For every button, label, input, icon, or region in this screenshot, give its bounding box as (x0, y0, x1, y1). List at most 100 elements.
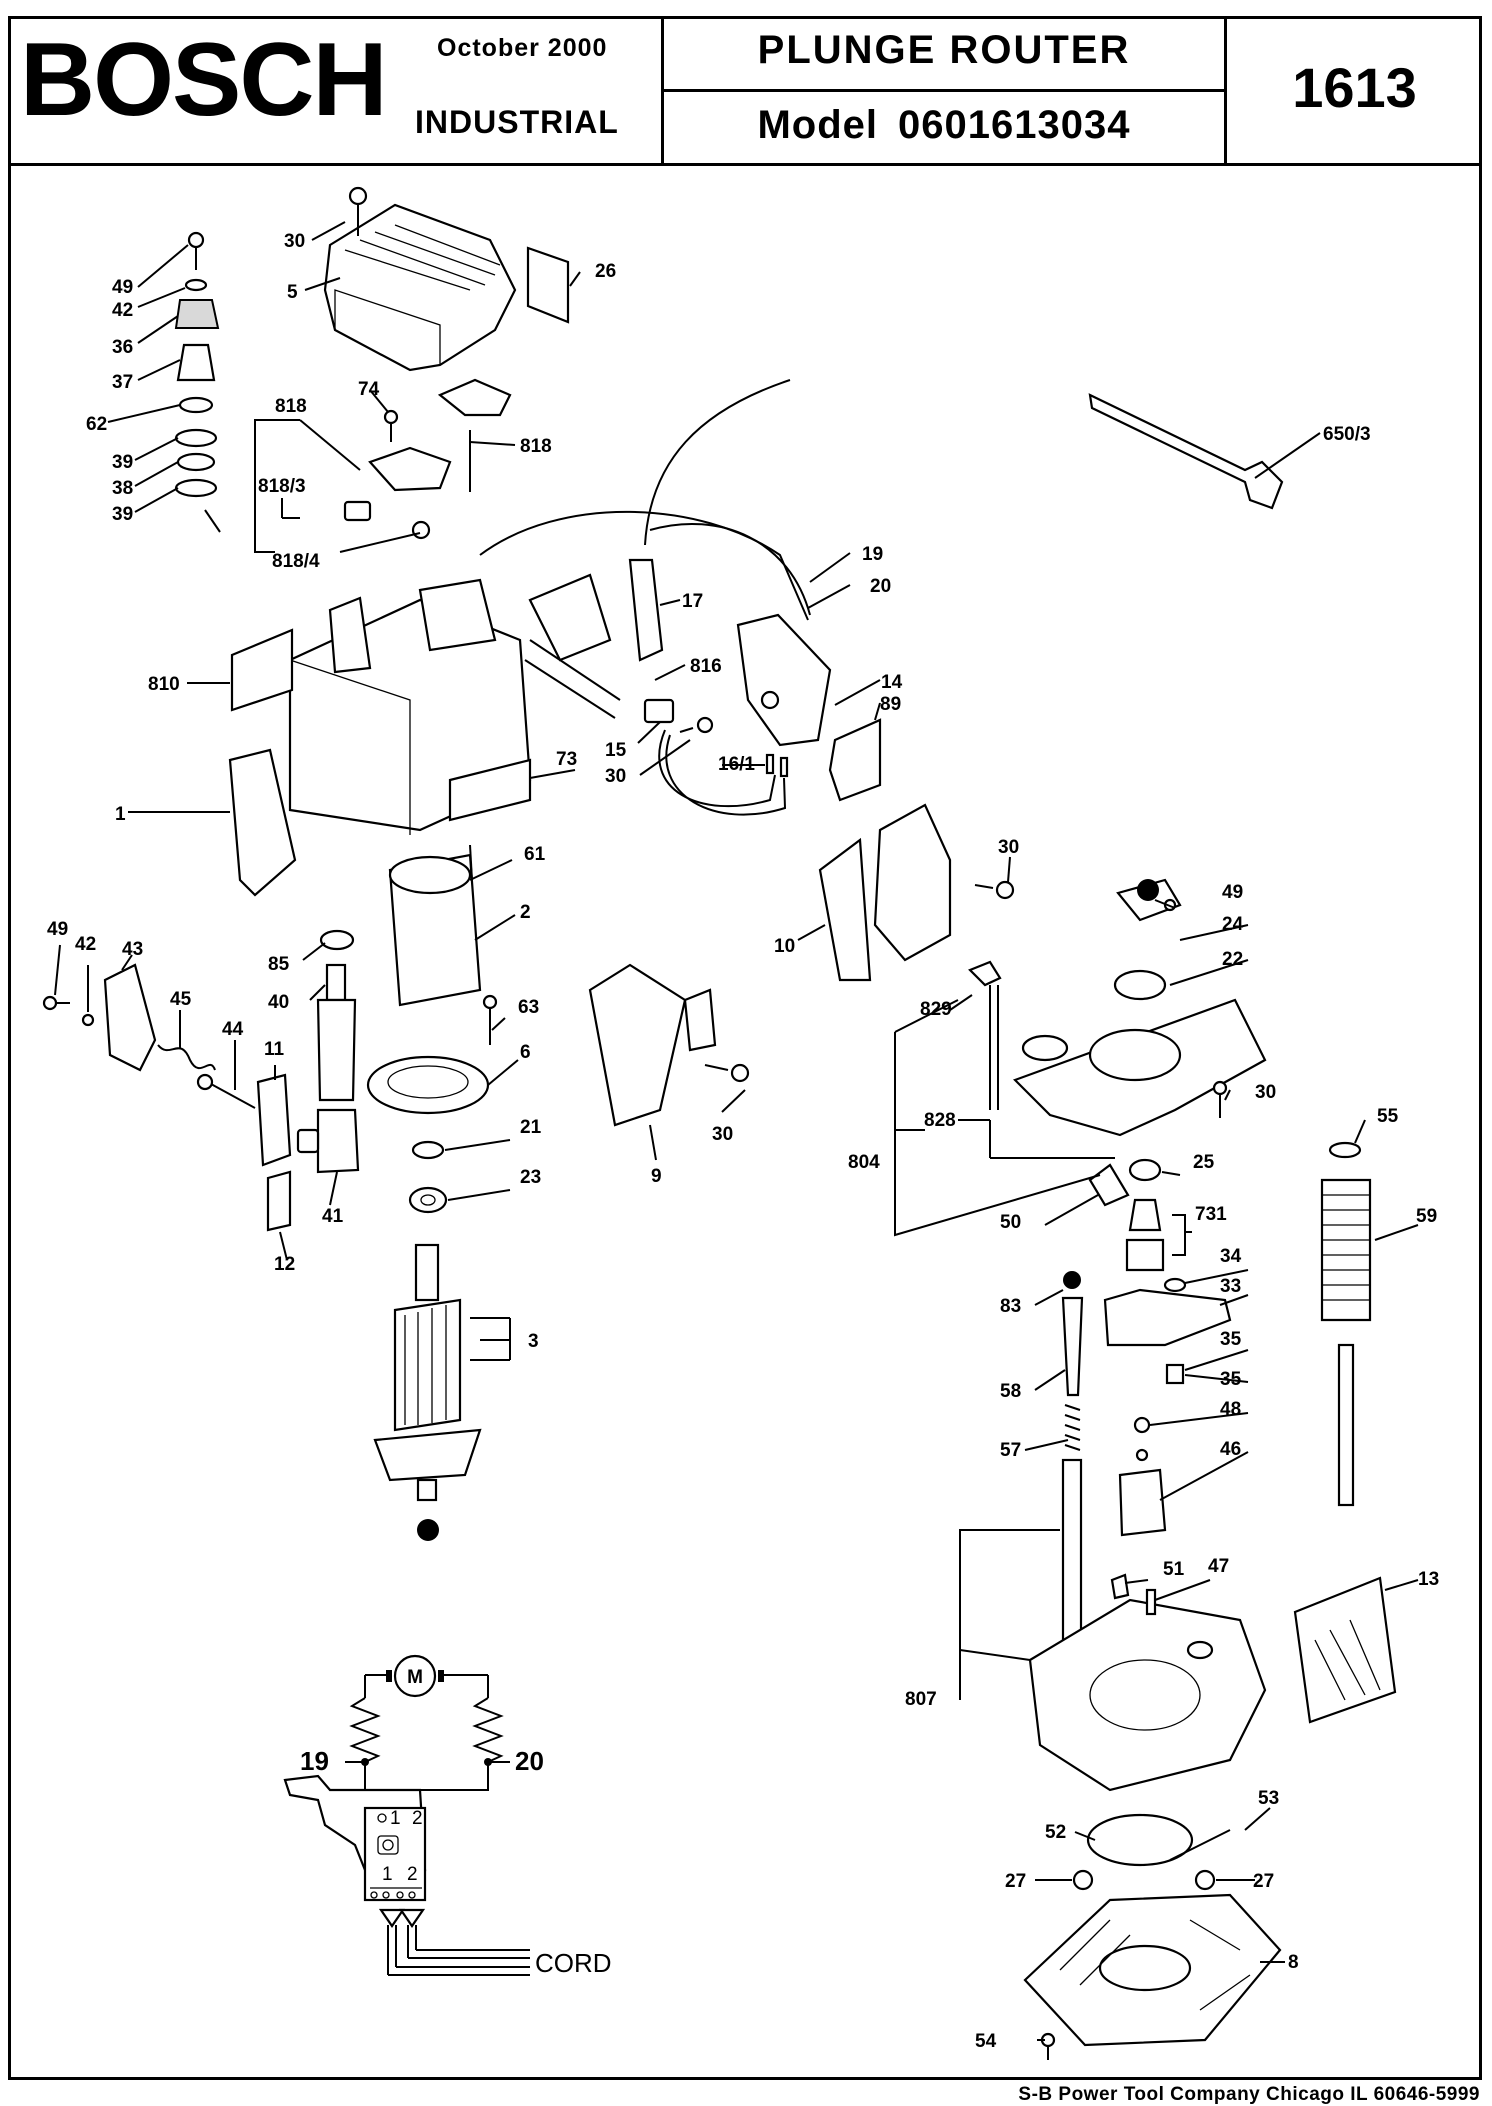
callout-27: 27 (1005, 1871, 1026, 1892)
callout-49: 49 (112, 277, 133, 298)
callout-20: 20 (870, 576, 891, 597)
callout-11: 11 (264, 1039, 285, 1060)
callout-38: 38 (112, 478, 133, 499)
callout-33: 33 (1220, 1276, 1241, 1297)
svg-text:2: 2 (407, 1864, 418, 1885)
callout-829: 829 (920, 999, 952, 1020)
callout-85: 85 (268, 954, 290, 975)
callout-54: 54 (975, 2031, 997, 2052)
clip-89 (828, 718, 882, 802)
header-divider-middle (661, 89, 1227, 92)
callout-30: 30 (284, 231, 305, 252)
wire-label-20: 20 (515, 1746, 544, 1776)
callout-6: 6 (520, 1042, 531, 1063)
callout-12: 12 (274, 1254, 295, 1275)
callout-53: 53 (1258, 1788, 1279, 1809)
leader-lines (54, 221, 1419, 2041)
cord-loops (479, 379, 811, 621)
callout-48: 48 (1220, 1399, 1241, 1420)
callout-61: 61 (524, 844, 546, 865)
callout-50: 50 (1000, 1212, 1021, 1233)
base-part (1028, 1573, 1397, 1792)
callout-804: 804 (848, 1152, 880, 1173)
callout-24: 24 (1222, 914, 1244, 935)
svg-text:X: X (423, 1523, 433, 1540)
revision-date: October 2000 (437, 34, 608, 62)
sub-base-parts (1023, 1813, 1282, 2060)
callout-labels: 30 5 26 49 42 36 37 62 39 38 39 818 74 8… (47, 231, 1439, 2052)
motor-cap-part (323, 203, 517, 372)
callout-45: 45 (170, 989, 192, 1010)
callout-39: 39 (112, 504, 133, 525)
callout-816: 816 (690, 656, 722, 677)
field-coil-part (388, 844, 482, 1007)
callout-8: 8 (1288, 1952, 1299, 1973)
callout-731: 731 (1195, 1204, 1227, 1225)
callout-59: 59 (1416, 1206, 1437, 1227)
header-bar (8, 16, 1482, 166)
callout-10: 10 (774, 936, 795, 957)
wire-label-19: 19 (300, 1746, 329, 1776)
callout-52: 52 (1045, 1822, 1066, 1843)
switch-part (736, 613, 832, 747)
label-plate-26 (526, 246, 570, 324)
bearing-23 (408, 1186, 448, 1214)
callout-9: 9 (651, 1166, 662, 1187)
wiring-schematic: M 19 20 1 2 1 2 (283, 1654, 612, 1978)
model-number: 0601613034 (898, 103, 1131, 147)
resistor-left (349, 1697, 381, 1763)
callout-19: 19 (862, 544, 883, 565)
callout-30: 30 (712, 1124, 733, 1145)
callout-30: 30 (605, 766, 626, 787)
knob-stack (174, 231, 221, 533)
handle-left-part (588, 963, 750, 1127)
svg-text:1: 1 (382, 1864, 393, 1885)
handle-right-part (818, 803, 1015, 982)
model-prefix: Model (757, 103, 879, 147)
column-housing-part (968, 878, 1267, 1137)
callout-16-1: 16/1 (718, 754, 755, 775)
callout-83: 83 (1000, 1296, 1021, 1317)
callout-42: 42 (75, 934, 96, 955)
callout-807: 807 (905, 1689, 937, 1710)
callout-46: 46 (1220, 1439, 1241, 1460)
strain-relief-part (628, 558, 789, 816)
callout-51: 51 (1163, 1559, 1185, 1580)
callout-818-3: 818/3 (258, 476, 306, 497)
callout-1: 1 (115, 804, 126, 825)
callout-39: 39 (112, 452, 133, 473)
callout-828: 828 (924, 1110, 956, 1131)
model-line: Model 0601613034 (664, 103, 1224, 148)
callout-89: 89 (880, 694, 901, 715)
callout-40: 40 (268, 992, 289, 1013)
bearing-seat-6 (366, 1055, 490, 1115)
callout-74: 74 (358, 379, 380, 400)
callout-23: 23 (520, 1167, 541, 1188)
depth-stop-parts (42, 963, 292, 1232)
return-spring-parts (1061, 1141, 1372, 1692)
ref-marker-x2: X (417, 1519, 439, 1541)
callout-14: 14 (881, 672, 903, 693)
motor-housing-part (228, 573, 621, 897)
brand-logo: BOSCH (20, 22, 388, 138)
callout-57: 57 (1000, 1440, 1021, 1461)
switch-symbol: 1 2 1 2 (283, 1774, 427, 1902)
callout-21: 21 (520, 1117, 542, 1138)
callout-17: 17 (682, 591, 703, 612)
callout-25: 25 (1193, 1152, 1215, 1173)
callout-810: 810 (148, 674, 180, 695)
label-73 (448, 758, 532, 822)
callout-58: 58 (1000, 1381, 1021, 1402)
callout-22: 22 (1222, 949, 1243, 970)
product-title: PLUNGE ROUTER (757, 28, 1131, 72)
cord-label: CORD (535, 1948, 612, 1978)
callout-35: 35 (1220, 1329, 1242, 1350)
retainer-21 (411, 1140, 445, 1160)
motor-symbol: M (386, 1654, 444, 1698)
callout-818: 818 (275, 396, 307, 417)
callout-41: 41 (322, 1206, 344, 1227)
callout-42: 42 (112, 300, 133, 321)
callout-47: 47 (1208, 1556, 1229, 1577)
screw-63 (482, 994, 498, 1045)
